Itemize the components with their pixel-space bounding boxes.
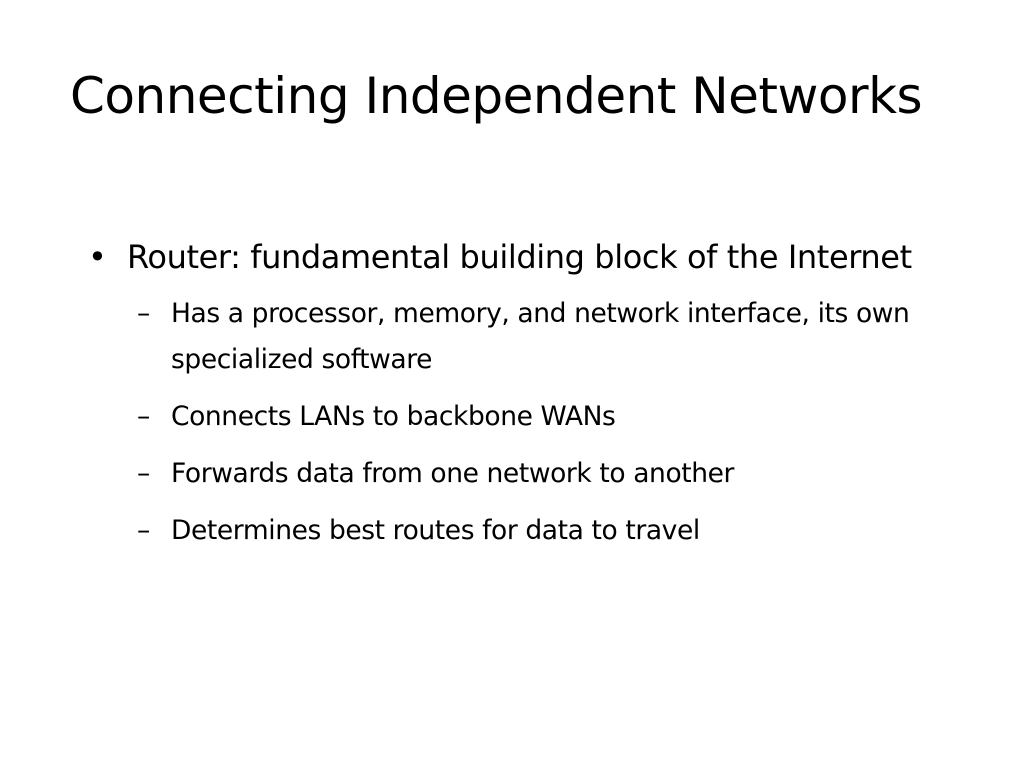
sub-bullet-text: Forwards data from one network to anothe… xyxy=(171,458,735,489)
sub-bullet-marker: – xyxy=(137,458,150,489)
sub-bullet-text: Has a processor, memory, and network int… xyxy=(171,298,910,375)
sub-bullet-text: Determines best routes for data to trave… xyxy=(171,515,700,546)
bullet-text: Router: fundamental building block of th… xyxy=(127,238,912,276)
sub-bullet-marker: – xyxy=(137,401,150,432)
sub-bullet-item: – Determines best routes for data to tra… xyxy=(0,508,1016,554)
sub-bullet-item: – Has a processor, memory, and network i… xyxy=(0,291,1016,383)
sub-bullet-text: Connects LANs to backbone WANs xyxy=(171,401,616,432)
sub-bullet-marker: – xyxy=(137,515,150,546)
sub-bullet-item: – Forwards data from one network to anot… xyxy=(0,451,1016,497)
slide-body: • Router: fundamental building block of … xyxy=(0,230,1024,565)
bullet-marker: • xyxy=(88,238,107,276)
bullet-item: • Router: fundamental building block of … xyxy=(0,230,917,285)
slide-title: Connecting Independent Networks xyxy=(70,67,923,125)
sub-bullet-item: – Connects LANs to backbone WANs xyxy=(0,394,1016,440)
sub-bullet-marker: – xyxy=(137,298,150,329)
